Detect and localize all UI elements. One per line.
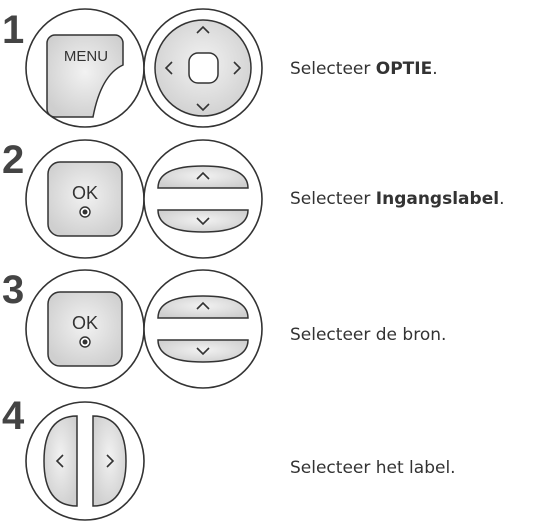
ok-dot-icon	[82, 209, 88, 215]
arrow-up-icon	[196, 171, 210, 180]
arrow-down-icon	[196, 347, 210, 356]
step-3: 3 OK Selecteer de bron.	[0, 268, 555, 398]
ok-label: OK	[72, 313, 98, 333]
left-button	[43, 415, 78, 507]
arrow-down-icon	[196, 103, 210, 112]
step-2: 2 OK Selecteer Ingangslabel.	[0, 138, 555, 268]
ok-label: OK	[72, 183, 98, 203]
arrow-up-icon	[196, 25, 210, 34]
step-2-buttons: OK	[25, 139, 263, 259]
step-4: 4 Selecteer het label.	[0, 394, 555, 524]
ok-dot-icon	[82, 339, 88, 345]
step-3-instruction: Selecteer de bron.	[290, 325, 447, 345]
right-button	[92, 415, 127, 507]
arrow-left-icon	[55, 454, 64, 468]
arrow-right-icon	[233, 61, 242, 75]
step-1: 1 MENU Selecteer OPTIE.	[0, 8, 555, 138]
step-number: 3	[2, 268, 24, 312]
up-button	[157, 295, 249, 319]
arrow-down-icon	[196, 217, 210, 226]
arrow-up-icon	[196, 301, 210, 310]
navigation-pad[interactable]	[143, 8, 263, 128]
down-button	[157, 209, 249, 233]
down-button	[157, 339, 249, 363]
up-down-buttons[interactable]	[143, 139, 263, 259]
step-1-buttons: MENU	[25, 8, 263, 128]
step-number: 2	[2, 138, 24, 182]
up-down-buttons[interactable]	[143, 269, 263, 389]
up-button	[157, 165, 249, 189]
menu-button[interactable]: MENU	[25, 8, 145, 128]
step-number: 4	[2, 394, 24, 438]
ok-button[interactable]: OK	[25, 269, 145, 389]
left-right-buttons[interactable]	[25, 401, 145, 521]
step-4-instruction: Selecteer het label.	[290, 458, 456, 478]
step-4-buttons	[25, 401, 145, 521]
ok-button[interactable]: OK	[25, 139, 145, 259]
menu-label: MENU	[64, 48, 108, 65]
step-3-buttons: OK	[25, 269, 263, 389]
ok-center-button	[188, 52, 219, 84]
step-number: 1	[2, 8, 24, 52]
step-2-instruction: Selecteer Ingangslabel.	[290, 189, 505, 209]
arrow-left-icon	[164, 61, 173, 75]
arrow-right-icon	[106, 454, 115, 468]
step-1-instruction: Selecteer OPTIE.	[290, 59, 438, 79]
